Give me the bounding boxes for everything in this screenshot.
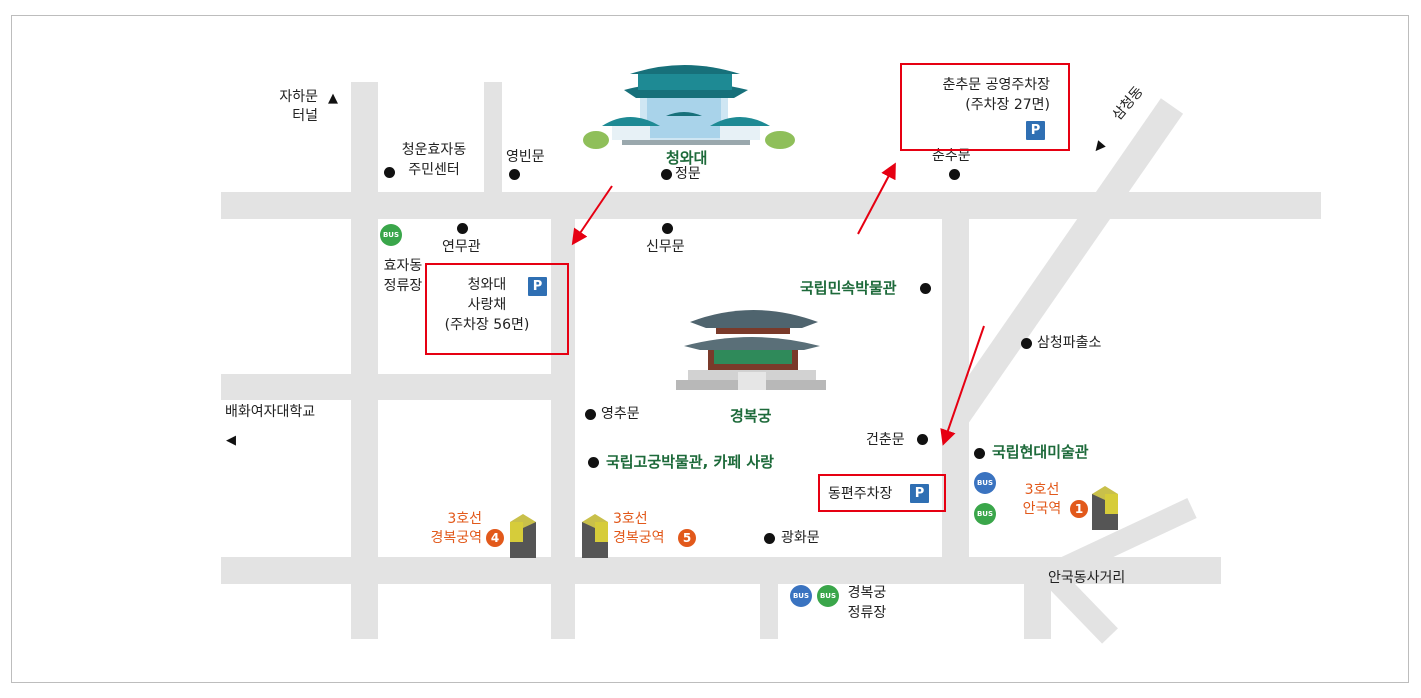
police-box-dot [1021, 338, 1032, 349]
east-parking-icon: P [910, 484, 929, 503]
gwanghwamun-label: 광화문 [781, 530, 820, 546]
anguk-bus-blue-icon: BUS [974, 472, 996, 494]
anguk-intersection-label: 안국동사거리 [1048, 570, 1126, 586]
sarangchae-parking-label: 청와대 사랑채 (주차장 56면) [444, 277, 530, 333]
exit-1-badge: 1 [1070, 500, 1088, 518]
main-gate-label: 정문 [675, 166, 701, 182]
sarangchae-parking-icon: P [528, 277, 547, 296]
main-gate-dot [661, 169, 672, 180]
east-parking-box[interactable]: 동편주차장 P [818, 474, 946, 512]
chunchumun-parking-icon: P [1026, 121, 1045, 140]
hyoja-stop-label: 효자동 정류장 [383, 258, 423, 294]
gyeongbokgung-bus-blue-icon: BUS [790, 585, 812, 607]
yeongbinmun-label: 영빈문 [506, 149, 545, 165]
road-mid-horizontal [221, 374, 551, 400]
palace-museum-label: 국립고궁박물관, 카페 사랑 [606, 453, 774, 471]
exit-5-badge: 5 [678, 529, 696, 547]
station-pillar-1 [1092, 486, 1118, 530]
road-west-vertical [351, 82, 378, 639]
jahamun-tunnel-label: 자하문 터널 [279, 89, 318, 124]
east-parking-label: 동편주차장 [828, 486, 893, 502]
anguk-bus-green-icon: BUS [974, 503, 996, 525]
road-yeongbinmun-vertical [484, 82, 502, 194]
anguk-station-label: 3호선 안국역 [1022, 482, 1062, 517]
gyeongbokgung-stop-label: 경복궁 정류장 [847, 585, 887, 621]
road-north-horizontal [221, 192, 1321, 219]
arrow-to-sarangchae [571, 185, 613, 246]
road-gyeongbokgung-stop-vertical [760, 582, 778, 639]
gyeongbokgung-label: 경복궁 [730, 407, 772, 425]
yeonmugwan-label: 연무관 [442, 239, 481, 255]
yeonmugwan-dot [457, 223, 468, 234]
arrow-to-east-lot [940, 325, 985, 446]
cheongwadae-illustration [583, 65, 795, 149]
folk-museum-dot [920, 283, 931, 294]
road-samcheong-diagonal [945, 98, 1184, 424]
cheongwadae-label: 청와대 [666, 149, 708, 167]
sinmumun-dot [662, 223, 673, 234]
gyeongbokgung-illustration [676, 310, 826, 390]
station-pillar-5 [582, 514, 608, 558]
sinmumun-label: 신무문 [646, 239, 685, 255]
sarangchae-parking-box[interactable]: 청와대 사랑채 (주차장 56면) P [425, 263, 569, 355]
palace-museum-dot [588, 457, 599, 468]
arrow-to-chunchumun-lot [857, 162, 896, 235]
road-anguk-diagonal-east [1042, 498, 1197, 586]
community-center-dot [384, 167, 395, 178]
map-frame: ▲ ▲ ◀ 자하문 터널 청운효자동 주민센터 영빈문 청와대 정문 춘추문 삼… [11, 15, 1409, 683]
road-palace-west-vertical [551, 216, 575, 639]
geonchunmun-label: 건춘문 [866, 432, 905, 448]
gwanghwamun-dot [764, 533, 775, 544]
baehwa-triangle-icon: ◀ [226, 433, 236, 448]
map-graphics [510, 65, 1197, 644]
yeongbinmun-dot [509, 169, 520, 180]
exit-4-badge: 4 [486, 529, 504, 547]
police-box-label: 삼청파출소 [1037, 335, 1102, 351]
hyoja-bus-icon: BUS [380, 224, 402, 246]
station-4-label: 3호선 경복궁역 [430, 511, 482, 546]
station-pillar-4 [510, 514, 536, 558]
chunchumun-dot [949, 169, 960, 180]
gyeongbokgung-bus-green-icon: BUS [817, 585, 839, 607]
yeongchumun-label: 영추문 [601, 406, 640, 422]
community-center-label: 청운효자동 주민센터 [401, 142, 467, 178]
mmca-label: 국립현대미술관 [992, 443, 1089, 461]
chunchumun-parking-box[interactable]: 춘추문 공영주차장 (주차장 27면) P [900, 63, 1070, 151]
jahamun-triangle-icon: ▲ [328, 91, 338, 106]
chunchumun-parking-label: 춘추문 공영주차장 (주차장 27면) [942, 77, 1051, 113]
road-anguk-vertical [1024, 582, 1051, 639]
baehwa-univ-label: 배화여자대학교 [225, 404, 316, 420]
road-anguk-diagonal-south [1044, 568, 1118, 644]
folk-museum-label: 국립민속박물관 [800, 279, 897, 297]
yeongchumun-dot [585, 409, 596, 420]
chunchumun-label: 춘추문 [932, 148, 971, 164]
geonchunmun-dot [917, 434, 928, 445]
station-5-label: 3호선 경복궁역 [613, 511, 665, 546]
mmca-dot [974, 448, 985, 459]
